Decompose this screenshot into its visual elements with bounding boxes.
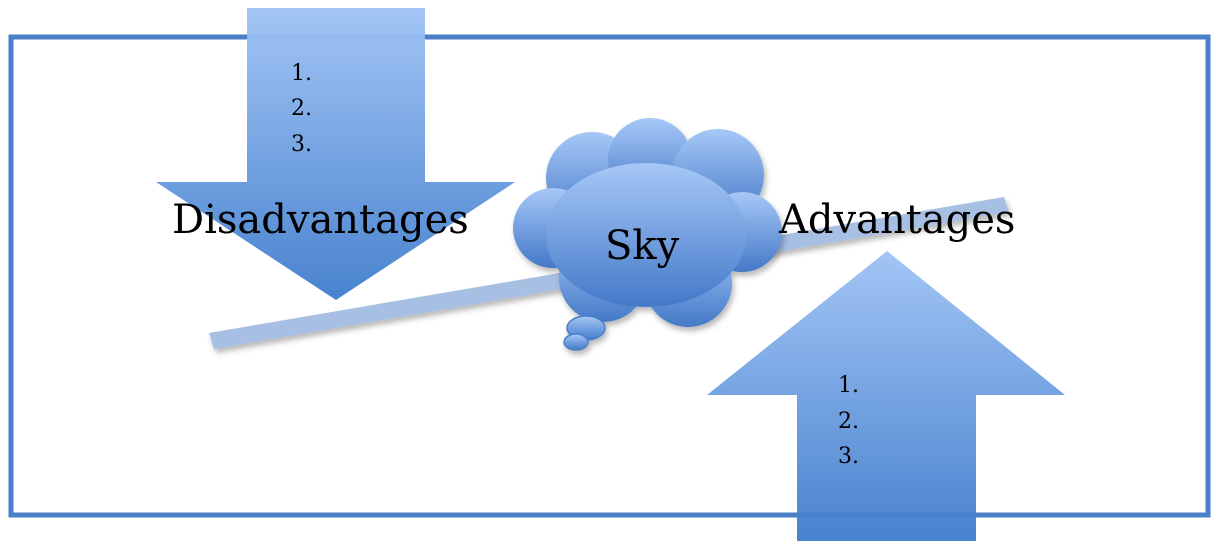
disadvantage-item-2: 2. [291, 96, 312, 121]
up-arrow [707, 251, 1065, 541]
down-arrow [156, 8, 515, 300]
sky-label: Sky [605, 223, 680, 269]
advantages-heading: Advantages [779, 197, 1016, 243]
thought-cloud [513, 118, 782, 351]
frame-border [8, 34, 1211, 518]
disadvantage-item-3: 3. [291, 132, 312, 157]
disadvantage-item-1: 1. [291, 61, 312, 86]
advantage-item-1: 1. [838, 373, 859, 398]
advantage-item-3: 3. [838, 444, 859, 469]
disadvantages-heading: Disadvantages [172, 197, 469, 243]
advantage-item-2: 2. [838, 409, 859, 434]
